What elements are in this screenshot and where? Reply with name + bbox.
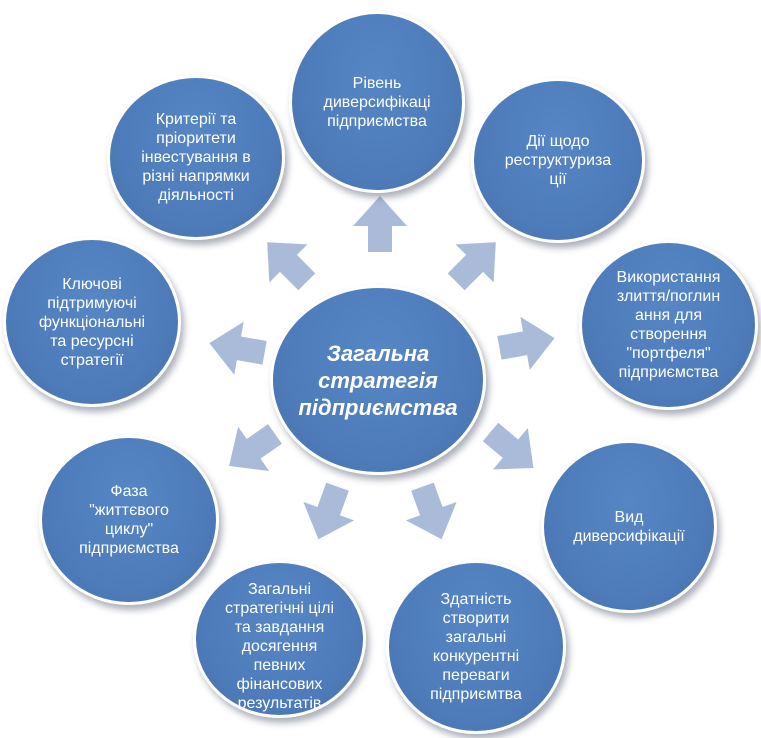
node-label: Критерії та пріоритети інвестування в рі… — [141, 111, 251, 204]
center-node-label: Загальна стратегія підприємства — [298, 340, 458, 420]
node-label: Загальні стратегічні цілі та завдання до… — [225, 580, 334, 712]
node-restructuring: Дії щодо реструктуриза ції — [471, 78, 645, 243]
arrow-right-icon — [492, 308, 562, 378]
arrow-up-right-icon — [434, 220, 519, 305]
node-competitive-advantage: Здатність створити загальні конкурентні … — [386, 560, 566, 734]
arrow-up-icon — [350, 194, 410, 254]
node-goals: Загальні стратегічні цілі та завдання до… — [193, 560, 366, 718]
node-functional-strategies: Ключові підтримуючі функціональні та рес… — [3, 237, 181, 407]
arrow-down-left-icon — [290, 475, 367, 552]
node-lifecycle: Фаза "життєвого циклу" підприємства — [39, 435, 219, 605]
node-label: Вид диверсифікації — [573, 508, 685, 545]
arrow-up-left-icon — [245, 220, 330, 305]
node-label: Ключові підтримуючі функціональні та рес… — [38, 275, 146, 369]
node-label: Фаза "життєвого циклу" підприємства — [79, 483, 179, 557]
node-diversification-level: Рівень диверсифікаці підприємства — [289, 11, 465, 193]
node-label: Здатність створити загальні конкурентні … — [430, 591, 522, 703]
node-label: Дії щодо реструктуриза ції — [504, 133, 612, 188]
node-investment-criteria: Критерії та пріоритети інвестування в рі… — [107, 75, 285, 240]
node-label: Рівень диверсифікаці підприємства — [323, 74, 431, 130]
arrow-left-icon — [202, 313, 272, 383]
arrow-down-left-2-icon — [210, 408, 294, 492]
arrow-down-right-icon — [470, 408, 555, 493]
node-mergers: Використання злиття/поглин ання для ство… — [579, 240, 758, 410]
node-diversification-type: Вид диверсифікації — [541, 440, 717, 613]
center-node: Загальна стратегія підприємства — [270, 285, 486, 475]
arrow-down-right-2-icon — [394, 475, 471, 552]
node-label: Використання злиття/поглин ання для ство… — [616, 269, 721, 381]
